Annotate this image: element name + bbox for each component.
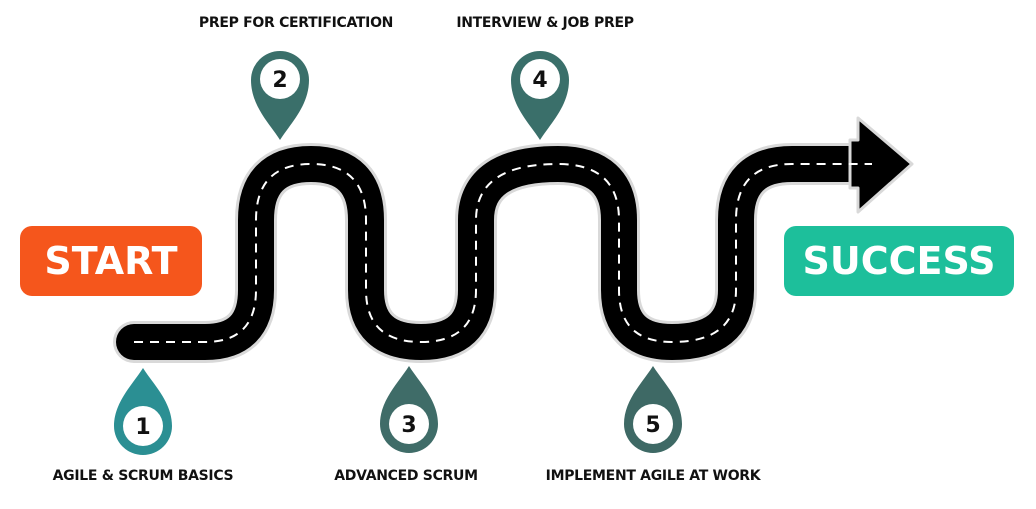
milestone-pin-4: 4 [511, 51, 569, 140]
step-4-label: INTERVIEW & JOB PREP [456, 15, 634, 31]
step-5-label: IMPLEMENT AGILE AT WORK [545, 468, 761, 484]
road-lane-markings [134, 162, 872, 344]
step-3-label: ADVANCED SCRUM [334, 468, 478, 484]
milestone-pin-2: 2 [251, 51, 309, 140]
step-2-label: PREP FOR CERTIFICATION [198, 15, 394, 31]
milestone-pin-5: 5 [624, 366, 682, 453]
success-badge: SUCCESS [784, 226, 1014, 296]
pin-1-number: 1 [135, 415, 150, 440]
step-1-label: AGILE & SCRUM BASICS [52, 468, 234, 484]
pin-2-circle [260, 59, 300, 99]
pin-5-circle [633, 404, 673, 444]
milestone-pin-1: 1 [114, 368, 172, 455]
pin-3-number: 3 [401, 413, 416, 438]
pin-4-number: 4 [532, 68, 547, 93]
pin-2-number: 2 [272, 68, 287, 93]
pin-5-number: 5 [645, 413, 660, 438]
pin-4-circle [520, 59, 560, 99]
pin-3-circle [389, 404, 429, 444]
milestone-pin-3: 3 [380, 366, 438, 453]
road-arrow-head [848, 116, 914, 214]
pin-1-circle [123, 406, 163, 446]
start-badge: START [20, 226, 202, 296]
